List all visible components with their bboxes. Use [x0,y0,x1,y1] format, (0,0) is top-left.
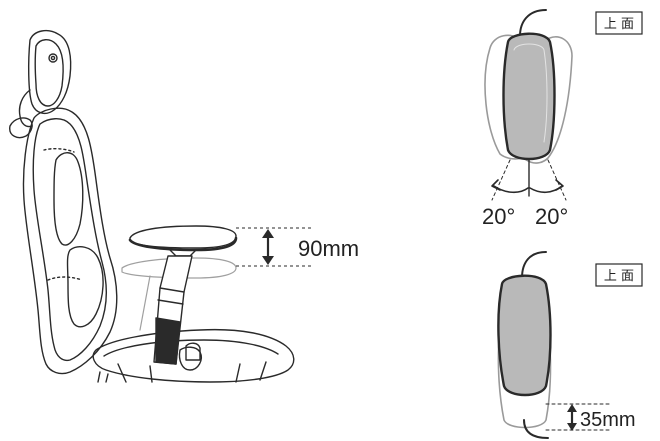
armpad-forward [497,274,552,397]
backrest [22,107,118,375]
height-dimension [236,227,312,267]
headrest [9,29,72,139]
angle-left-label: 20° [482,204,515,229]
slide-top-view [497,251,613,439]
chair-side-view [9,29,295,383]
armrest-raised [128,225,238,365]
svg-text:上 面: 上 面 [604,17,634,32]
svg-text:上 面: 上 面 [604,269,634,284]
slide-adjust-label: 35mm [580,409,636,431]
seat [92,328,295,383]
slide-dimension [567,404,577,431]
top-view-tag-1: 上 面 [595,11,643,35]
armpad-center [502,32,556,161]
angle-right-label: 20° [535,204,568,229]
top-view-tag-2: 上 面 [595,263,643,287]
height-adjust-label: 90mm [298,236,359,261]
rotation-top-view [484,9,573,201]
